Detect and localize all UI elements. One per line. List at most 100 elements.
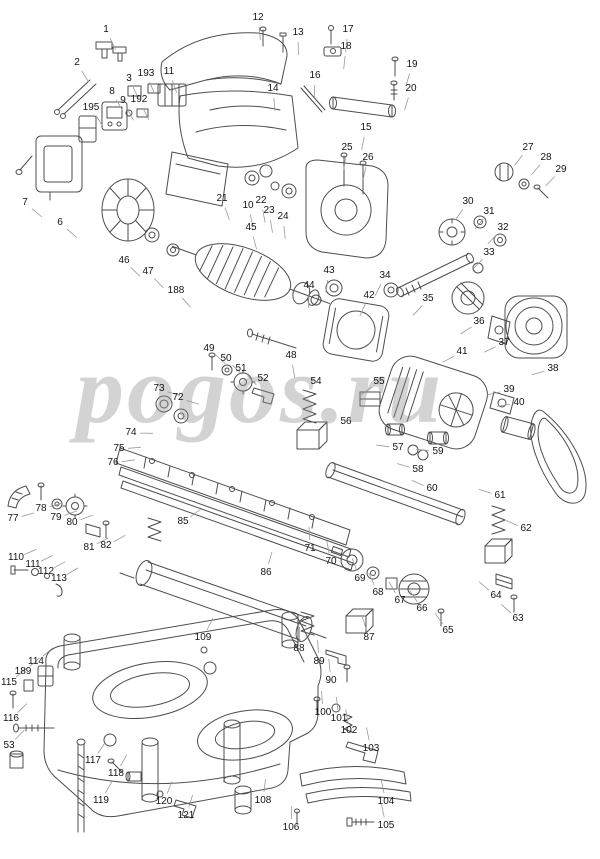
part-label-33: 33 [483,247,495,258]
leader-line-17 [345,38,348,52]
part-label-70: 70 [325,556,337,567]
part-label-11: 11 [163,66,175,77]
part-label-21: 21 [216,193,228,204]
leader-line-9 [126,108,134,121]
leader-line-18 [343,55,346,69]
part-label-85: 85 [177,516,189,527]
leader-line-90 [328,659,331,673]
part-label-57: 57 [392,442,404,453]
part-label-51: 51 [235,363,247,374]
part-label-52: 52 [257,373,269,384]
part-label-100: 100 [314,707,332,718]
leader-line-59 [416,448,430,452]
leader-line-85 [190,508,202,518]
part-label-80: 80 [66,517,78,528]
leader-line-45 [252,236,257,250]
leader-line-192 [142,107,150,120]
bottom-left-parts [9,565,252,833]
leader-line-49 [215,354,226,364]
leader-line-55 [360,386,372,396]
leader-line-116 [17,703,28,713]
part-label-34: 34 [379,270,391,281]
leader-line-58 [396,463,410,468]
top-fasteners [279,25,399,118]
part-label-103: 103 [362,743,380,754]
leader-line-120 [166,781,173,794]
leader-line-46 [130,266,141,277]
leader-line-188 [181,297,191,308]
leader-line-115 [15,668,27,678]
part-label-3: 3 [126,73,132,84]
part-label-75: 75 [113,443,125,454]
leader-line-110 [24,549,37,555]
leader-line-43 [325,279,329,293]
part-label-40: 40 [513,397,525,408]
leader-line-72 [186,400,200,405]
part-label-116: 116 [3,713,19,724]
leader-line-11 [171,80,178,93]
leader-line-189 [29,657,41,667]
leader-line-86 [268,551,273,565]
leader-line-2 [81,70,89,83]
leader-lines [14,26,555,820]
leader-line-66 [409,590,418,602]
part-label-15: 15 [360,122,372,133]
part-label-65: 65 [442,625,454,636]
part-label-43: 43 [323,265,335,276]
leader-line-30 [455,209,464,221]
part-label-53: 53 [3,740,15,751]
part-label-22: 22 [255,195,267,206]
leader-line-23 [270,219,273,233]
part-label-58: 58 [412,464,424,475]
leader-line-7 [31,208,43,218]
leader-line-26 [362,166,367,180]
spindle-shaft [396,162,549,298]
part-label-111: 111 [25,559,41,570]
part-label-108: 108 [254,795,272,806]
part-label-79: 79 [50,512,62,523]
fan-baffle [101,178,180,257]
leader-line-22 [262,209,266,223]
part-label-72: 72 [172,392,184,403]
leader-line-117 [97,742,106,754]
part-label-115: 115 [1,677,17,688]
leader-line-82 [113,534,126,542]
leader-line-195 [95,115,104,127]
part-label-193: 193 [137,68,155,79]
leader-line-34 [374,283,382,296]
small-gear-cluster [244,164,297,199]
part-label-30: 30 [462,196,474,207]
part-label-60: 60 [426,483,438,494]
leader-line-53 [14,729,25,740]
leader-line-28 [531,164,541,175]
v-belt [530,409,587,504]
part-label-73: 73 [153,383,165,394]
leader-line-57 [376,444,390,448]
part-label-105: 105 [377,820,395,831]
leader-line-104 [380,780,385,794]
handle-plate [15,135,83,201]
bearing-box [305,152,399,298]
part-label-12: 12 [252,12,264,23]
leader-line-35 [412,305,423,316]
leader-line-70 [326,540,330,554]
part-label-195: 195 [82,102,100,113]
leader-line-1 [109,37,117,50]
leader-line-50 [232,364,243,375]
leader-line-62 [505,520,518,526]
leader-line-33 [473,259,483,269]
field-stator [322,298,390,362]
leader-line-63 [501,604,512,614]
part-label-87: 87 [363,632,375,643]
leader-line-14 [273,97,276,111]
part-label-8: 8 [109,86,115,97]
part-label-86: 86 [260,567,272,578]
leader-line-69 [351,558,358,571]
leader-line-113 [66,567,79,575]
part-label-6: 6 [57,217,63,228]
leader-line-60 [411,480,424,486]
part-label-76: 76 [107,457,119,468]
part-label-89: 89 [313,656,325,667]
part-label-49: 49 [203,343,215,354]
